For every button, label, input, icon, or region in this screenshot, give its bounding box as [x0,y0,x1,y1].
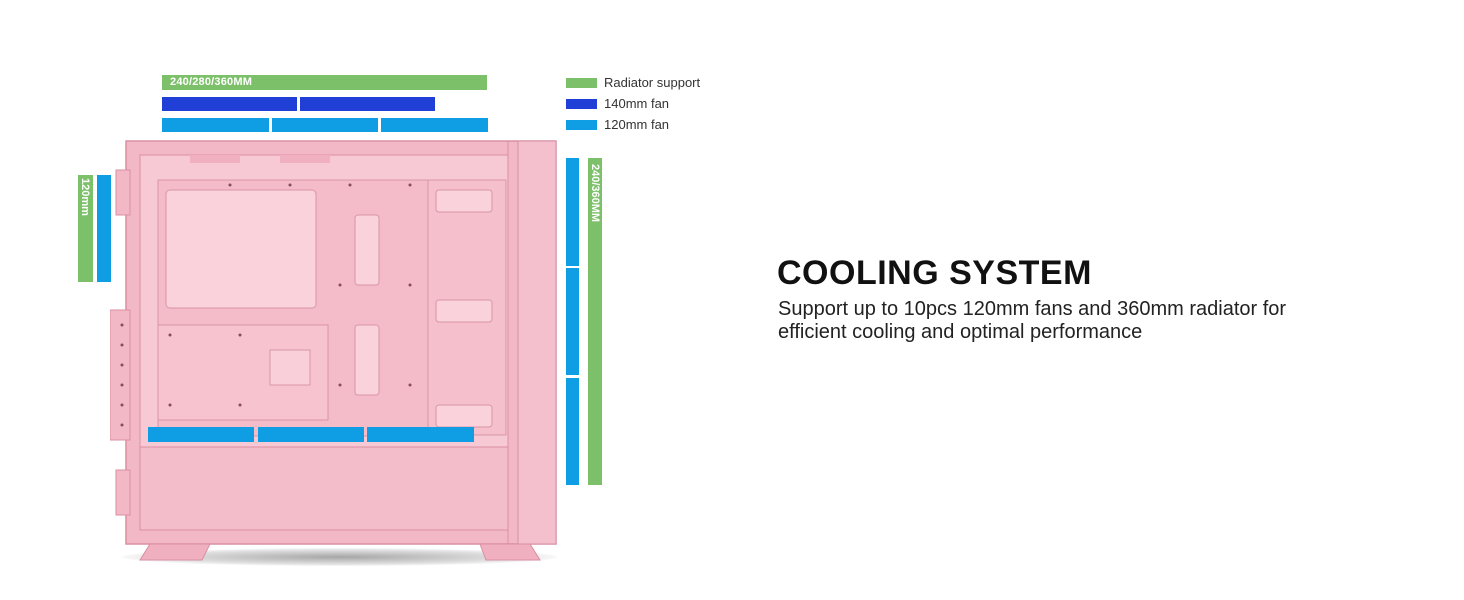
legend-label-140mm-fan: 140mm fan [604,96,670,111]
legend-swatch-140mm-fan [566,99,597,109]
bottom-120mm-fan-bar [148,427,254,442]
rear-120mm-fan-bar [97,175,111,282]
bottom-120mm-fan-bar [258,427,364,442]
bottom-120mm-fan-bar [367,427,474,442]
legend-swatch-120mm-fan [566,120,597,130]
legend-label-120mm-fan: 120mm fan [604,117,670,132]
top-140mm-fan-bar [162,97,297,111]
case-shadow [122,548,557,566]
rear-radiator-bar: 120mm [78,175,93,282]
description-line-1: Support up to 10pcs 120mm fans and 360mm… [778,298,1287,320]
pc-case-illustration [110,140,557,561]
page-title: COOLING SYSTEM [777,254,1092,292]
legend-swatch-radiator [566,78,597,88]
rear-radiator-label: 120mm [79,178,91,216]
legend-label-radiator: Radiator support [604,75,701,90]
front-120mm-fan-bar [566,378,579,485]
front-120mm-fan-bar [566,158,579,266]
top-120mm-fan-bar [162,118,269,132]
description-line-2: efficient cooling and optimal performanc… [778,321,1143,343]
feature-description: Support up to 10pcs 120mm fans and 360mm… [778,298,1398,344]
top-radiator-label: 240/280/360MM [170,76,253,88]
top-120mm-fan-bar [381,118,488,132]
top-140mm-fan-bar [300,97,435,111]
front-radiator-bar: 240/360MM [588,158,602,485]
front-120mm-fan-bar [566,268,579,375]
top-radiator-bar: 240/280/360MM [162,75,487,90]
front-radiator-label: 240/360MM [589,164,601,223]
top-120mm-fan-bar [272,118,378,132]
